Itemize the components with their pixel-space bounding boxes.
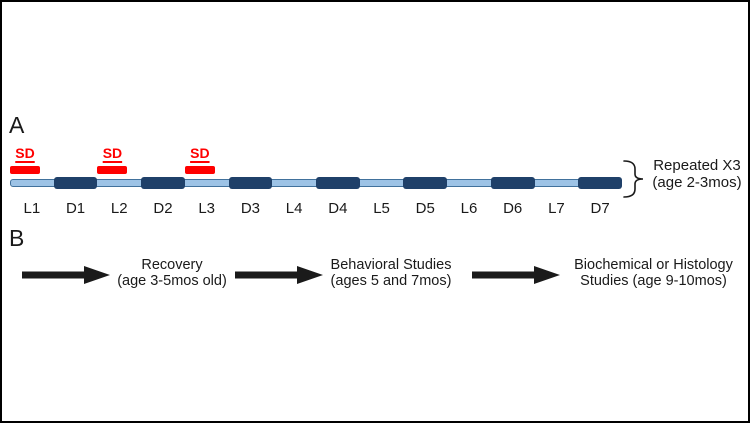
segment-label: L1 xyxy=(23,200,41,217)
sleep-deprivation-label: SD xyxy=(15,145,35,161)
panel-a-label: A xyxy=(9,112,25,138)
study-step-line1: Biochemical or Histology xyxy=(574,257,733,273)
bracket-label-line2: (age 2-3mos) xyxy=(652,173,742,191)
dark-phase-segment xyxy=(53,177,98,189)
study-step-line2: (age 3-5mos old) xyxy=(117,273,227,289)
study-step-line2: Studies (age 9-10mos) xyxy=(580,273,727,289)
sleep-deprivation-bar xyxy=(10,166,40,174)
segment-label: D3 xyxy=(240,200,260,217)
dark-phase-segment xyxy=(315,177,360,189)
study-step-text: Behavioral Studies(ages 5 and 7mos) xyxy=(324,257,458,289)
segment-label: D4 xyxy=(328,200,348,217)
segment-label: D7 xyxy=(590,200,610,217)
segment-label: L2 xyxy=(110,200,128,217)
segment-label: D2 xyxy=(153,200,173,217)
segment-label: D5 xyxy=(415,200,435,217)
timeline-arrow-icon xyxy=(235,266,323,284)
study-step-line2: (ages 5 and 7mos) xyxy=(330,273,452,289)
dark-phase-segment xyxy=(403,177,448,189)
study-step-line1: Behavioral Studies xyxy=(330,257,452,273)
timeline-arrow-icon xyxy=(22,266,110,284)
segment-label: D6 xyxy=(503,200,523,217)
sleep-deprivation-label: SD xyxy=(102,145,123,161)
sleep-deprivation-bar xyxy=(184,166,215,174)
timeline-arrow-icon xyxy=(472,266,560,284)
segment-label: L5 xyxy=(373,200,390,217)
segment-label: D1 xyxy=(65,200,86,217)
bracket-label: Repeated X3 (age 2-3mos) xyxy=(646,157,748,191)
segment-label: L4 xyxy=(285,200,303,217)
bracket-label-line1: Repeated X3 xyxy=(653,157,741,174)
dark-phase-segment xyxy=(228,177,273,189)
repeat-bracket xyxy=(623,160,644,198)
study-step-line1: Recovery xyxy=(141,257,203,273)
segment-label: L3 xyxy=(198,200,216,217)
sleep-deprivation-bar xyxy=(97,166,128,174)
dark-phase-segment xyxy=(578,177,622,189)
segment-label: L6 xyxy=(460,200,478,217)
panel-b-label: B xyxy=(9,225,25,251)
dark-phase-segment xyxy=(141,177,185,189)
study-step-text: Recovery(age 3-5mos old) xyxy=(110,257,234,289)
dark-phase-segment xyxy=(490,177,535,189)
sleep-deprivation-label: SD xyxy=(190,145,210,161)
segment-label: L7 xyxy=(548,200,565,217)
